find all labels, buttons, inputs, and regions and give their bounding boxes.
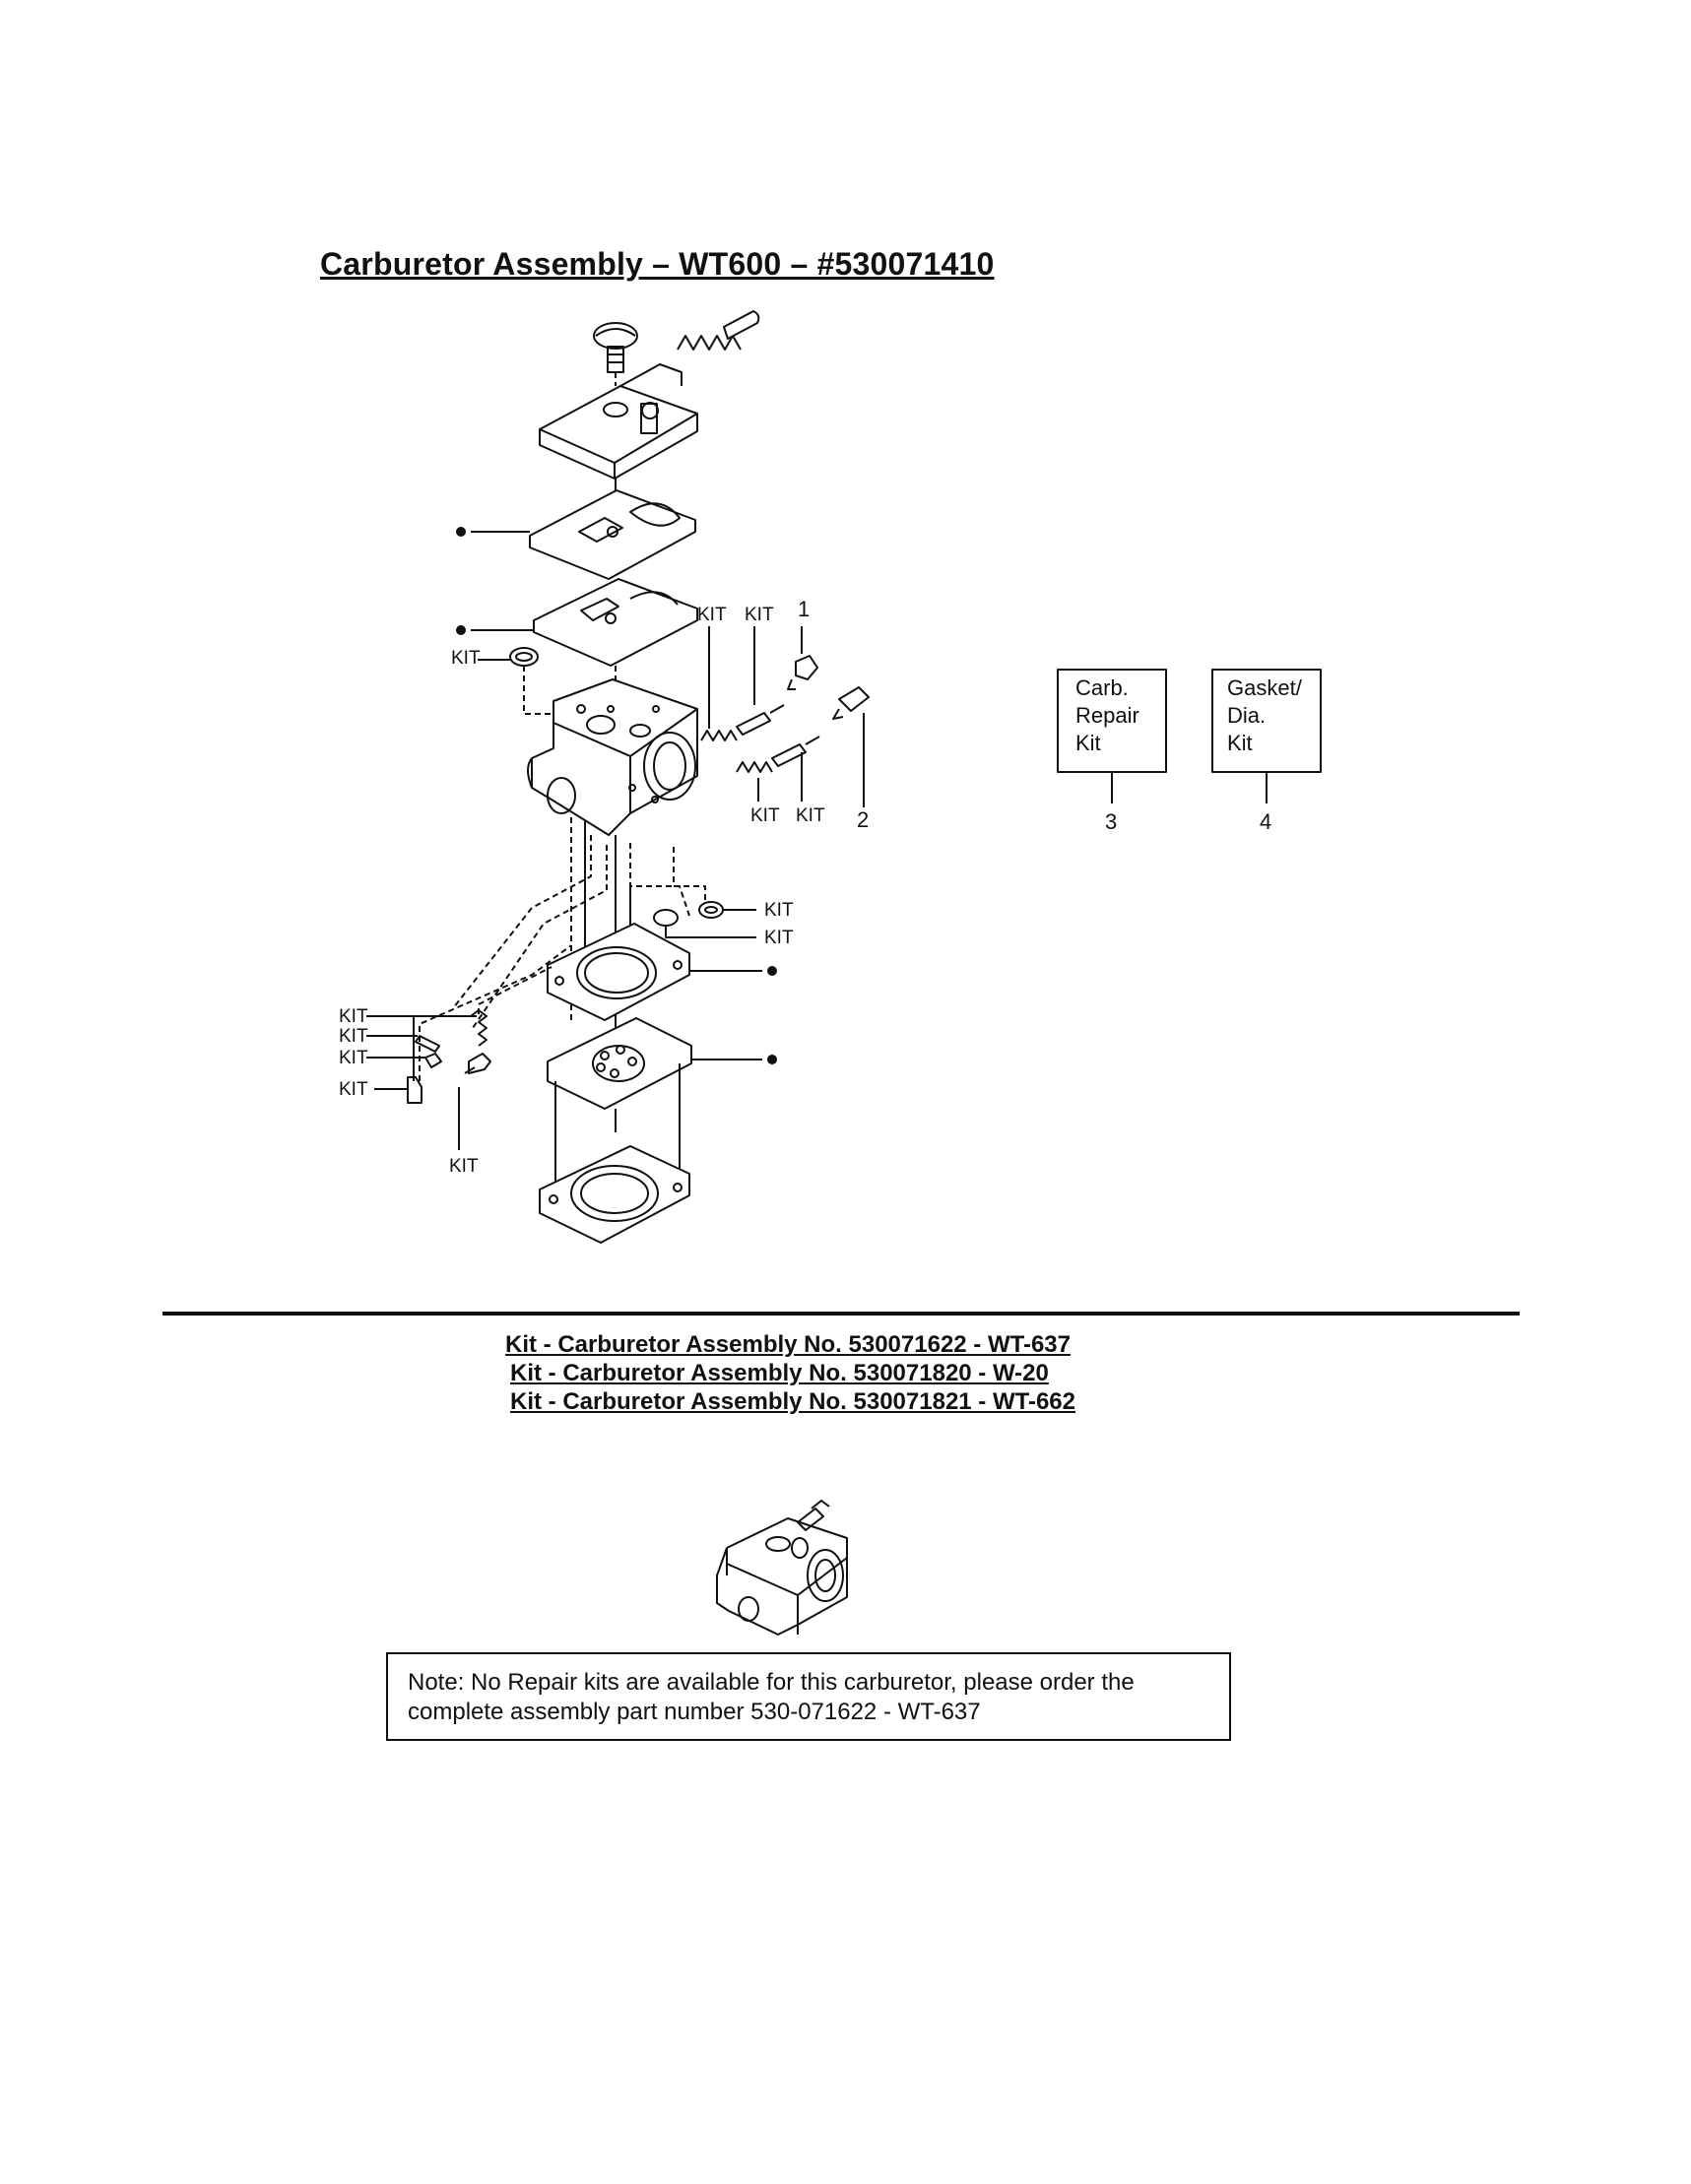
ref-number-3: 3 — [1105, 809, 1117, 834]
carb-repair-kit-line2: Repair — [1075, 703, 1139, 728]
lever-pin-icon — [415, 1035, 440, 1053]
metering-lever-icon — [464, 1053, 491, 1074]
pump-gasket-icon — [529, 489, 696, 580]
page-title: Carburetor Assembly – WT600 – #530071410 — [320, 246, 995, 282]
pump-diaphragm-icon — [533, 578, 698, 667]
kit-label-lever: KIT — [449, 1156, 479, 1177]
lever-screw-icon — [424, 1053, 442, 1068]
gasket-dia-kit-line3: Kit — [1227, 731, 1253, 755]
kit-label-needle-lower-1: KIT — [750, 805, 780, 826]
gasket-dia-kit-line1: Gasket/ — [1227, 675, 1303, 700]
pump-cover-icon — [539, 363, 698, 480]
top-screw-icon — [593, 322, 638, 373]
kit-label-spring: KIT — [339, 1006, 368, 1027]
mixture-needle-lower-icon — [736, 736, 820, 773]
welch-plug-icon — [653, 909, 679, 927]
check-valve-icon — [698, 901, 724, 919]
kit-label-screen: KIT — [451, 648, 481, 669]
section-divider — [163, 1312, 1520, 1316]
carb-repair-kit-box — [1057, 669, 1167, 773]
ref-number-1: 1 — [798, 597, 810, 621]
complete-carburetor-illustration-icon — [716, 1500, 848, 1636]
kit-label-needle-lower-2: KIT — [796, 805, 825, 826]
ref-number-4: 4 — [1260, 809, 1271, 834]
kit-line-3: Kit - Carburetor Assembly No. 530071821 … — [510, 1388, 1075, 1415]
ref-number-2: 2 — [857, 807, 869, 832]
inlet-screen-icon — [509, 647, 539, 667]
metering-cover-icon — [539, 1145, 690, 1244]
limiter-cap-2-icon — [832, 686, 870, 720]
kit-label-needle-spring-1: KIT — [697, 605, 727, 625]
carb-repair-kit-line3: Kit — [1075, 731, 1101, 755]
metering-gasket-icon — [547, 923, 690, 1021]
inlet-needle-icon — [407, 1076, 423, 1104]
kit-line-2: Kit - Carburetor Assembly No. 530071820 … — [510, 1360, 1049, 1386]
kit-label-welch-plug: KIT — [764, 928, 794, 948]
carburetor-body-icon — [527, 678, 698, 836]
lever-spring-icon — [470, 1009, 488, 1047]
kit-label-inlet-needle: KIT — [339, 1079, 368, 1100]
carb-repair-kit-line1: Carb. — [1075, 675, 1129, 700]
metering-diaphragm-icon — [547, 1017, 692, 1110]
gasket-dia-kit-line2: Dia. — [1227, 703, 1266, 728]
kit-line-1: Kit - Carburetor Assembly No. 530071622 … — [505, 1331, 1071, 1358]
mixture-needle-upper-icon — [700, 704, 785, 741]
kit-label-check-valve: KIT — [764, 900, 794, 921]
kit-label-needle-spring-2: KIT — [745, 605, 774, 625]
kit-label-pin: KIT — [339, 1026, 368, 1047]
limiter-cap-1-icon — [787, 655, 818, 690]
adjust-spring-icon — [677, 310, 760, 351]
note-box: Note: No Repair kits are available for t… — [386, 1652, 1231, 1741]
kit-label-lever-screw: KIT — [339, 1048, 368, 1068]
